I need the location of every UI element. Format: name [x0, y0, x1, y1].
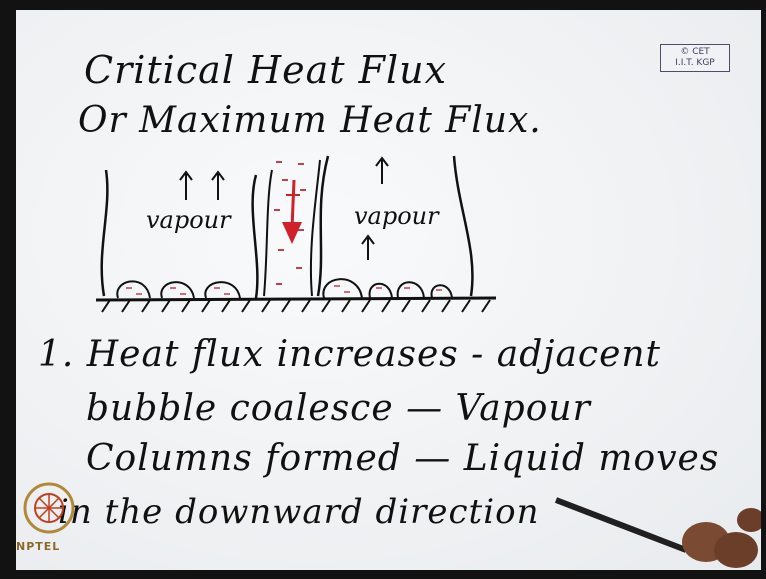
heated-surface-line: [96, 298, 496, 300]
paper-sheet: Critical Heat Flux Or Maximum Heat Flux.…: [16, 10, 761, 570]
pen-hand-icon: [536, 480, 761, 570]
point-1-line3: Columns formed — Liquid moves: [86, 438, 719, 479]
liquid-channel-left-edge: [264, 170, 272, 296]
red-downward-arrow: [282, 180, 302, 244]
surface-hatching: [102, 300, 490, 312]
left-vapour-label: vapour: [146, 206, 232, 234]
badge-line1: © CET: [661, 47, 729, 58]
bubble-liquid-dashes: [126, 286, 442, 294]
point-1-line1: 1. Heat flux increases - adjacent: [38, 334, 661, 375]
point-1-line4: in the downward direction: [58, 492, 539, 532]
surface-bubbles: [117, 279, 452, 298]
badge-line2: I.I.T. KGP: [661, 58, 729, 69]
liquid-channel-right-edge: [311, 160, 320, 296]
nptel-logo-text: NPTEL: [16, 540, 60, 553]
slide-title-line1: Critical Heat Flux: [84, 48, 447, 92]
boiling-diagram: vapour vapour: [86, 150, 506, 330]
slide-title-line2: Or Maximum Heat Flux.: [78, 100, 542, 141]
point-1-line2: bubble coalesce — Vapour: [86, 388, 591, 429]
cet-copyright-badge: © CET I.I.T. KGP: [660, 44, 730, 72]
right-vapour-label: vapour: [354, 202, 440, 230]
left-vapour-column-outline: [102, 170, 258, 298]
